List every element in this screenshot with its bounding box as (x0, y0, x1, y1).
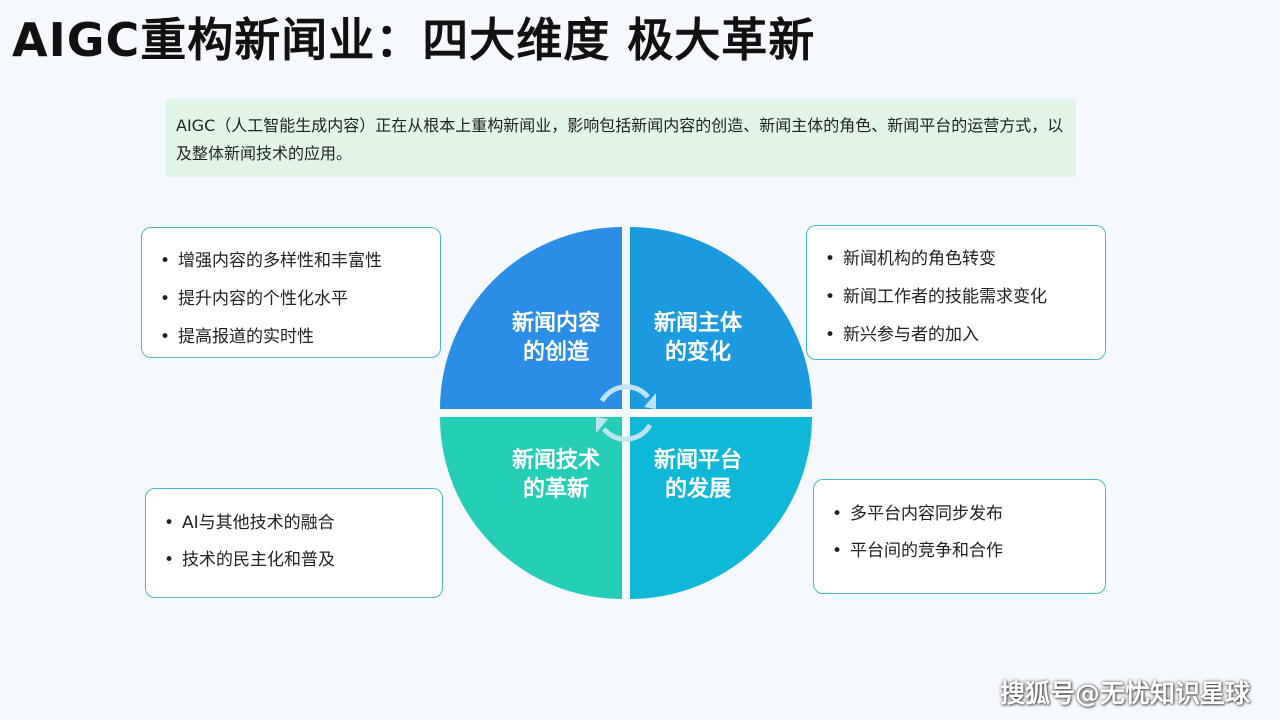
list-item: 多平台内容同步发布 (832, 496, 1087, 533)
list-item: 提升内容的个性化水平 (160, 280, 422, 318)
quadrant-content-creation (440, 227, 622, 409)
quadrant-content-creation-label-2: 的创造 (523, 339, 589, 365)
quadrant-content-creation-label-1: 新闻内容 (512, 310, 600, 336)
quadrant-platform-development-label-1: 新闻平台 (654, 447, 742, 473)
quadrant-subject-change (630, 227, 812, 409)
box-subject-change: 新闻机构的角色转变新闻工作者的技能需求变化新兴参与者的加入 (806, 225, 1106, 360)
list-item: 技术的民主化和普及 (164, 542, 424, 579)
quadrant-tech-innovation-label-2: 的革新 (523, 476, 589, 502)
cycle-arrow-bottom-icon-head (596, 417, 608, 433)
watermark: 搜狐号@无忧知识星球 (1000, 679, 1251, 708)
list-item: 新闻机构的角色转变 (825, 240, 1087, 278)
quadrant-tech-innovation (440, 417, 622, 599)
quadrant-tech-innovation-label-1: 新闻技术 (512, 447, 600, 473)
page-title: AIGC重构新闻业：四大维度 极大革新 (12, 13, 816, 67)
list-item: 增强内容的多样性和丰富性 (160, 242, 422, 280)
list-item: 平台间的竞争和合作 (832, 533, 1087, 570)
quadrant-subject-change-label-1: 新闻主体 (654, 310, 743, 336)
quadrant-platform-development (630, 417, 812, 599)
box-platform-development: 多平台内容同步发布平台间的竞争和合作 (813, 479, 1106, 594)
quadrant-subject-change-label-2: 的变化 (665, 339, 731, 365)
list-item: AI与其他技术的融合 (164, 505, 424, 542)
cycle-arrow-top-icon-head (644, 393, 656, 409)
list-item: 新兴参与者的加入 (825, 316, 1087, 354)
list-item: 新闻工作者的技能需求变化 (825, 278, 1087, 316)
cycle-arrow-bottom-icon (602, 423, 653, 442)
quadrant-platform-development-label-2: 的发展 (665, 476, 731, 502)
cycle-arrow-top-icon (599, 384, 650, 403)
box-content-creation: 增强内容的多样性和丰富性提升内容的个性化水平提高报道的实时性 (141, 227, 441, 358)
intro-text: AIGC（人工智能生成内容）正在从根本上重构新闻业，影响包括新闻内容的创造、新闻… (166, 99, 1076, 177)
box-tech-innovation: AI与其他技术的融合技术的民主化和普及 (145, 488, 443, 598)
list-item: 提高报道的实时性 (160, 318, 422, 356)
